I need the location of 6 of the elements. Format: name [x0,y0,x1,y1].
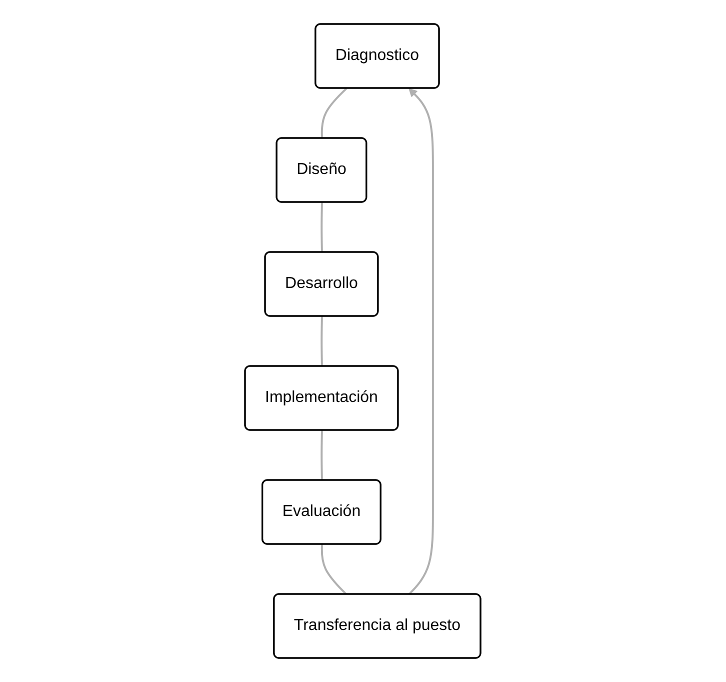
arrow [408,88,434,596]
connector [320,202,324,253]
connector [320,316,324,367]
connector [321,544,348,596]
connector [321,88,348,139]
connector [320,430,324,481]
